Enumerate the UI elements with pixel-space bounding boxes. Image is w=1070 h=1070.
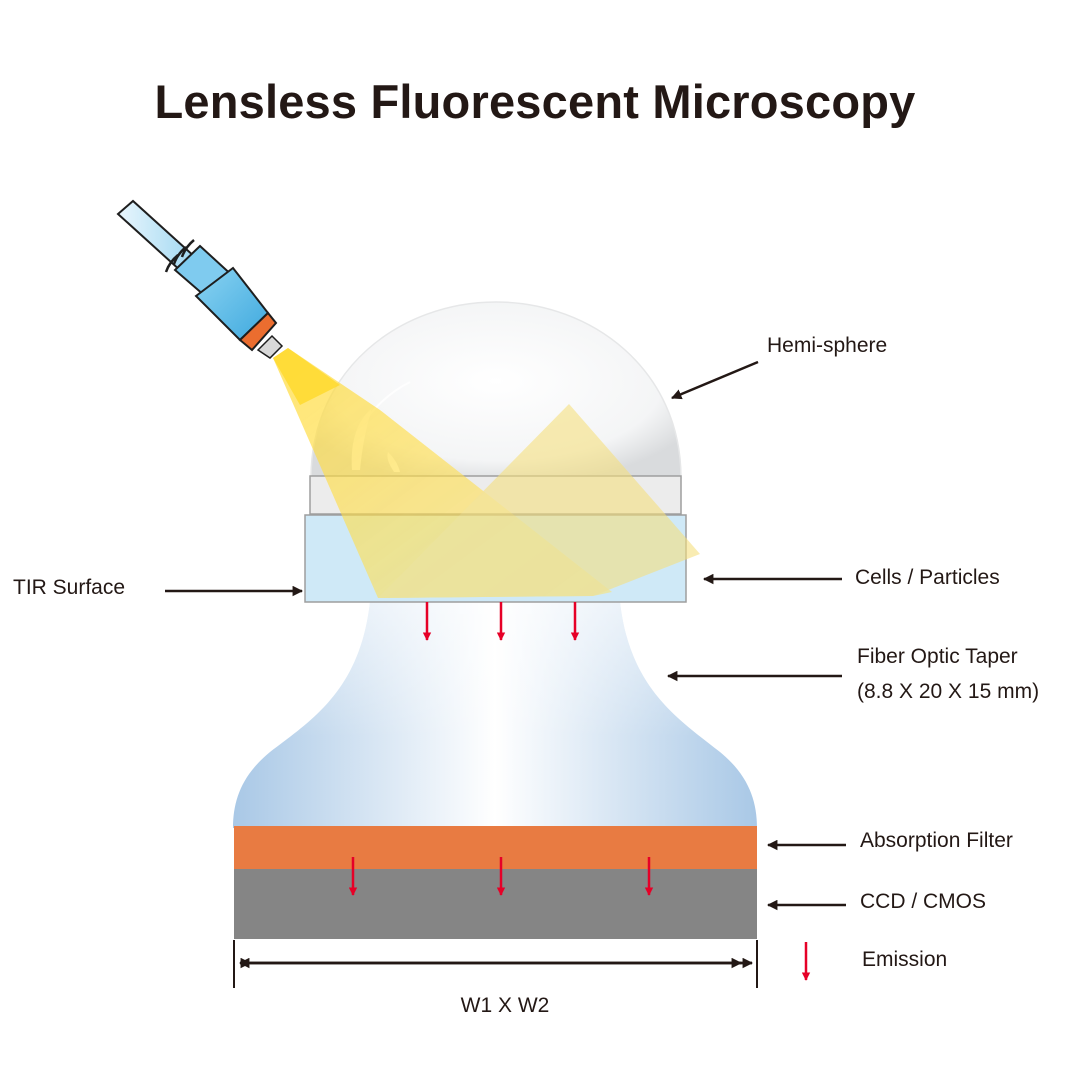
hemisphere-pointer-arrow: [671, 360, 759, 400]
ccd-cmos-sensor: [234, 869, 757, 939]
emission-arrows-top: [422, 602, 580, 641]
dimension-label: W1 X W2: [461, 994, 550, 1017]
absorption-filter-label: Absorption Filter: [860, 829, 1013, 852]
fiber-optic-taper-dimensions: (8.8 X 20 X 15 mm): [857, 680, 1039, 703]
light-beam: [273, 348, 700, 598]
emission-arrows-bottom: [348, 857, 654, 896]
ccd-cmos-label: CCD / CMOS: [860, 890, 986, 913]
emission-legend-label: Emission: [862, 948, 947, 971]
tir-surface-label: TIR Surface: [13, 576, 125, 599]
light-source-lamp: [116, 199, 284, 359]
fiber-optic-taper-label: Fiber Optic Taper: [857, 645, 1018, 668]
hemisphere-label: Hemi-sphere: [767, 334, 887, 357]
cells-particles-label: Cells / Particles: [855, 566, 1000, 589]
dimension-indicator: [233, 940, 758, 988]
absorption-filter-layer: [234, 826, 757, 870]
diagram-title: Lensless Fluorescent Microscopy: [154, 75, 916, 128]
beam-origin: [273, 348, 340, 405]
fiber-optic-taper: [233, 602, 757, 828]
